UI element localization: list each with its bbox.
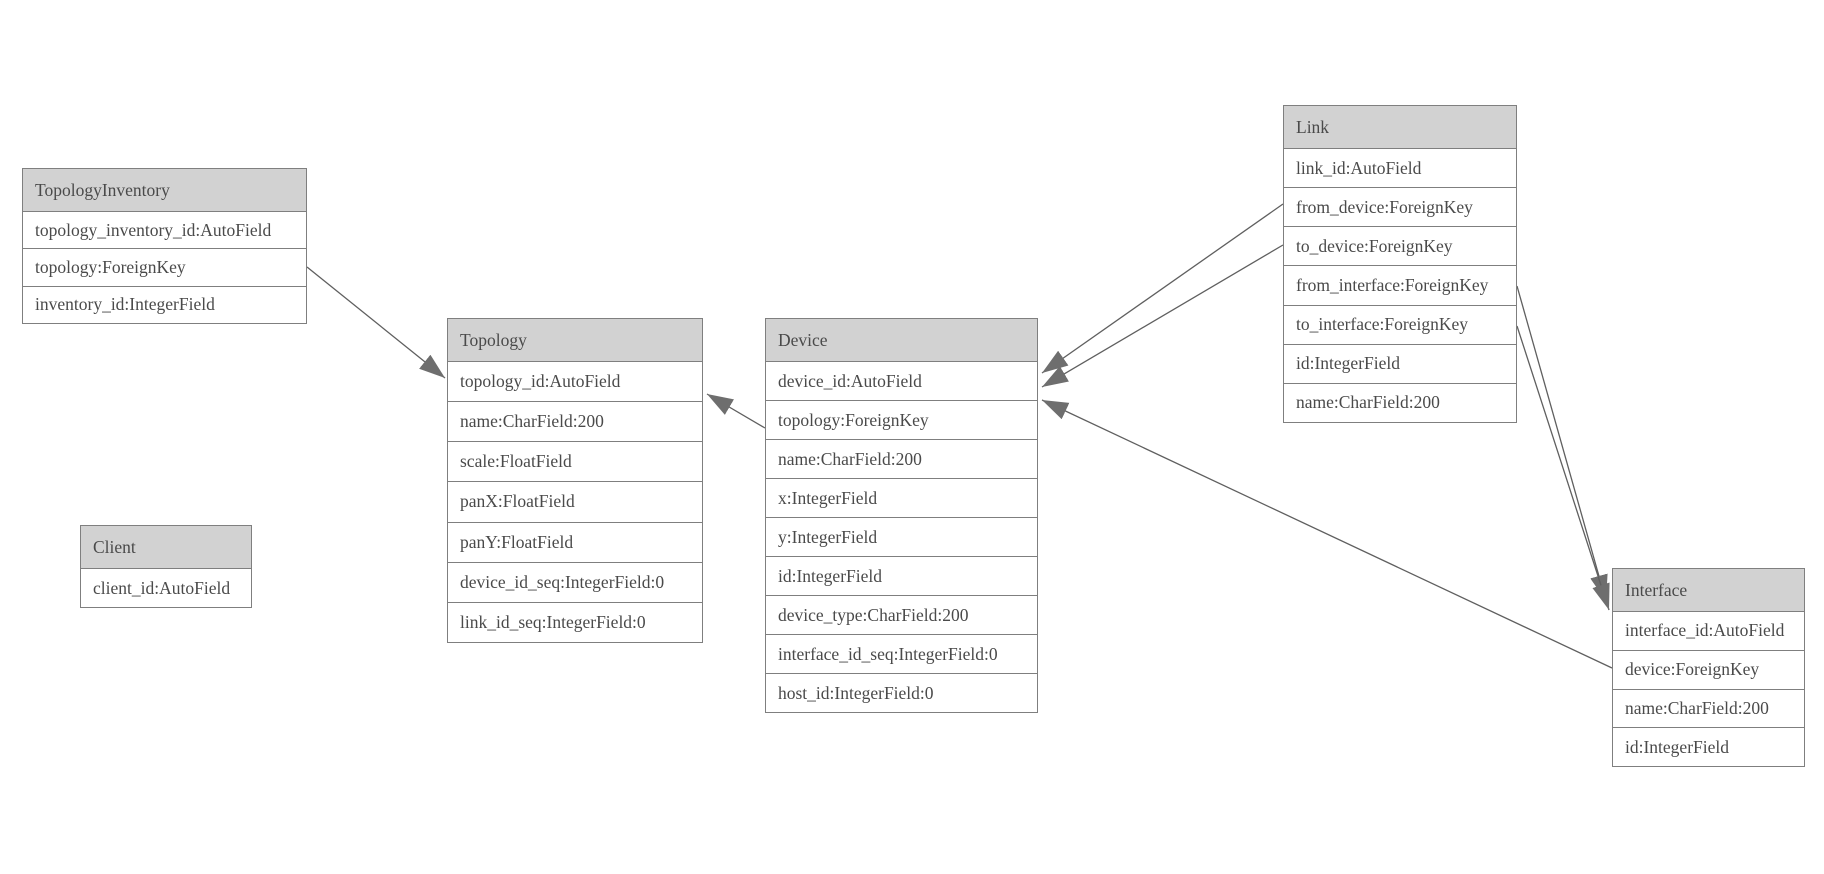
entity-field-row: to_device:ForeignKey bbox=[1284, 226, 1516, 266]
entity-field-row: panY:FloatField bbox=[448, 521, 702, 562]
relationship-edge-link-to_interface bbox=[1516, 325, 1610, 611]
entity-field-row: name:CharField:200 bbox=[1613, 688, 1804, 728]
relationship-edge-device-topology bbox=[706, 393, 766, 429]
entity-field-row: host_id:IntegerField:0 bbox=[766, 673, 1037, 712]
entity-field-row: id:IntegerField bbox=[1284, 343, 1516, 383]
entity-field-row: interface_id_seq:IntegerField:0 bbox=[766, 634, 1037, 673]
entity-title: Client bbox=[81, 526, 251, 568]
entity-field-row: scale:FloatField bbox=[448, 441, 702, 482]
entity-field-row: name:CharField:200 bbox=[448, 401, 702, 442]
entity-field-row: from_device:ForeignKey bbox=[1284, 187, 1516, 227]
entity-field-row: to_interface:ForeignKey bbox=[1284, 304, 1516, 344]
entity-field-row: link_id_seq:IntegerField:0 bbox=[448, 601, 702, 642]
entity-field-row: panX:FloatField bbox=[448, 481, 702, 522]
entity-field-row: id:IntegerField bbox=[1613, 727, 1804, 766]
relationship-edge-link-to_device bbox=[1041, 244, 1284, 388]
entity-field-row: topology:ForeignKey bbox=[766, 400, 1037, 439]
entity-title: TopologyInventory bbox=[23, 169, 306, 211]
entity-field-row: name:CharField:200 bbox=[766, 439, 1037, 478]
entity-field-row: from_interface:ForeignKey bbox=[1284, 265, 1516, 305]
entity-field-row: device_type:CharField:200 bbox=[766, 595, 1037, 634]
entity-field-row: link_id:AutoField bbox=[1284, 148, 1516, 188]
relationship-edge-topologyinventory-topology bbox=[306, 266, 446, 379]
relationship-edge-link-from_device bbox=[1041, 203, 1284, 374]
entity-field-row: topology:ForeignKey bbox=[23, 248, 306, 286]
entity-field-row: client_id:AutoField bbox=[81, 568, 251, 607]
entity-field-row: device:ForeignKey bbox=[1613, 649, 1804, 689]
relationship-edge-link-from_interface bbox=[1516, 285, 1608, 602]
entity-title: Link bbox=[1284, 106, 1516, 148]
entity-field-row: inventory_id:IntegerField bbox=[23, 285, 306, 323]
entity-field-row: topology_inventory_id:AutoField bbox=[23, 211, 306, 249]
entity-field-row: interface_id:AutoField bbox=[1613, 611, 1804, 650]
entity-title: Interface bbox=[1613, 569, 1804, 611]
entity-field-row: topology_id:AutoField bbox=[448, 361, 702, 402]
entity-field-row: device_id_seq:IntegerField:0 bbox=[448, 561, 702, 602]
entity-field-row: y:IntegerField bbox=[766, 517, 1037, 556]
relationship-edge-interface-device bbox=[1041, 399, 1613, 669]
entity-field-row: id:IntegerField bbox=[766, 556, 1037, 595]
entity-field-row: x:IntegerField bbox=[766, 478, 1037, 517]
entity-field-row: name:CharField:200 bbox=[1284, 382, 1516, 422]
entity-title: Topology bbox=[448, 319, 702, 361]
entity-title: Device bbox=[766, 319, 1037, 361]
entity-field-row: device_id:AutoField bbox=[766, 361, 1037, 400]
